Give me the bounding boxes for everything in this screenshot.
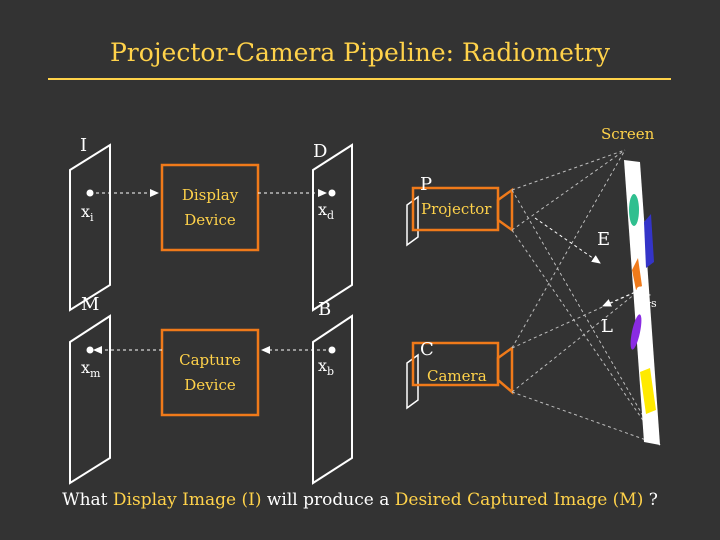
title-underline — [48, 78, 671, 80]
label-P: P — [420, 174, 433, 195]
label-xm: xm — [81, 358, 101, 381]
plane-M — [69, 314, 111, 485]
frustum-lines — [511, 149, 661, 446]
screen-label: Screen — [601, 125, 655, 143]
plane-B — [312, 314, 353, 485]
capture-device-box — [160, 328, 260, 417]
camera-label: Camera — [427, 367, 487, 385]
plane-D — [312, 143, 353, 312]
label-I: I — [80, 135, 88, 156]
point-xb — [328, 346, 336, 354]
label-C: C — [420, 339, 434, 360]
point-xi — [86, 189, 94, 197]
label-M: M — [81, 294, 100, 315]
point-xd — [328, 189, 336, 197]
screen — [624, 160, 660, 445]
label-xb: xb — [318, 356, 335, 379]
projector-label: Projector — [421, 200, 492, 218]
point-xm — [86, 346, 94, 354]
label-xd: xd — [318, 200, 335, 223]
question-text: What Display Image (I) will produce a De… — [62, 490, 658, 510]
arrow-L — [602, 289, 641, 307]
label-xi: xi — [81, 202, 94, 225]
label-L: L — [601, 316, 613, 337]
slide-title: Projector-Camera Pipeline: Radiometry — [109, 38, 611, 67]
label-xs: xs — [642, 288, 657, 311]
plane-I — [69, 143, 111, 312]
display-device-box — [160, 163, 260, 252]
label-D: D — [313, 141, 328, 162]
label-E: E — [597, 229, 611, 250]
screen-shapes — [629, 194, 656, 414]
arrow-E — [534, 217, 601, 264]
label-B: B — [318, 299, 332, 320]
